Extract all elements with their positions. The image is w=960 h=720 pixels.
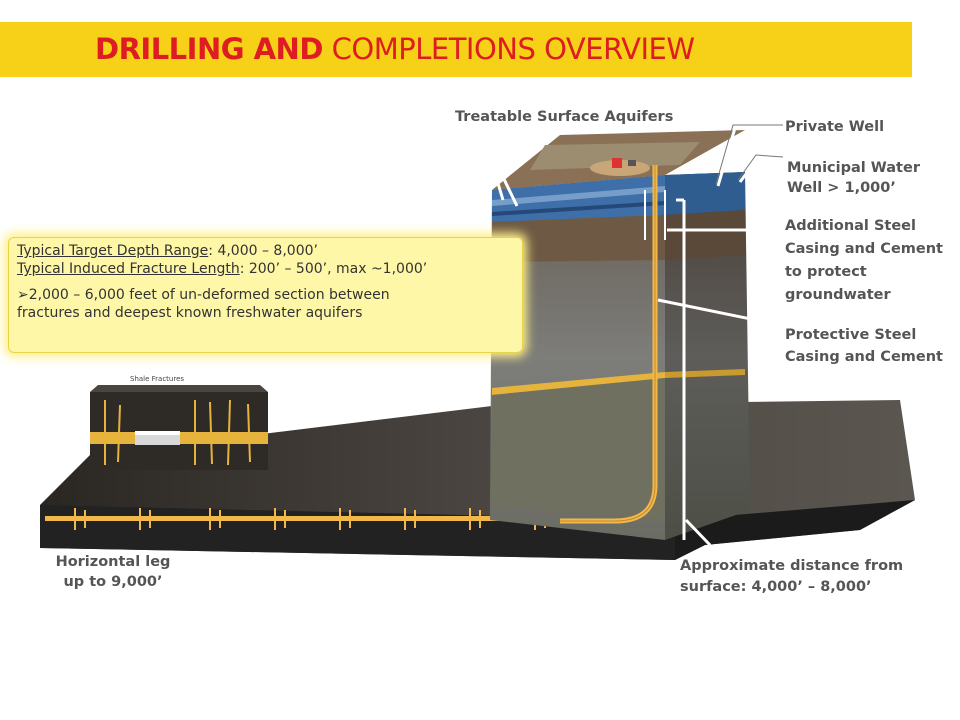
additional-casing-label: Additional Steel Casing and Cement to pr…: [785, 215, 943, 307]
bullet-text-2: fractures and deepest known freshwater a…: [17, 305, 363, 321]
fracture-length-label: Typical Induced Fracture Length: [17, 261, 240, 277]
leader-outlines: [715, 124, 784, 185]
approx-distance-line2: surface: 4,000’ – 8,000’: [680, 579, 872, 595]
fracture-length-value: : 200’ – 500’, max ~1,000’: [239, 261, 428, 277]
shale-fractures-inset: [90, 385, 268, 470]
horizontal-leg-line1: Horizontal leg: [55, 554, 171, 570]
target-depth-value: : 4,000 – 8,000’: [208, 243, 318, 259]
horizontal-leg-line2: up to 9,000’: [63, 574, 163, 590]
title-bar: [0, 22, 912, 77]
title-light: COMPLETIONS OVERVIEW: [331, 32, 695, 66]
treatable-aquifers-label: Treatable Surface Aquifers: [455, 109, 674, 125]
bullet-line1: ➢2,000 – 6,000 feet of un-deformed secti…: [17, 286, 514, 304]
shale-fractures-label: Shale Fractures: [130, 375, 185, 383]
municipal-well-line2: Well > 1,000’: [787, 180, 896, 196]
target-depth-label: Typical Target Depth Range: [17, 243, 209, 259]
protective-casing-line1: Protective Steel: [785, 327, 917, 343]
horizontal-leg-label: Horizontal leg up to 9,000’: [48, 552, 178, 592]
protective-casing-line2: Casing and Cement: [785, 349, 943, 365]
approx-distance-label: Approximate distance from surface: 4,000…: [680, 556, 903, 598]
arrow-bullet-icon: ➢: [17, 287, 29, 303]
surface-well-pad: [590, 158, 650, 176]
bullet-text-1: 2,000 – 6,000 feet of un-deformed sectio…: [28, 287, 390, 303]
additional-casing-line2: Casing and Cement: [785, 241, 943, 257]
vertical-wellbore: [560, 165, 686, 540]
fracture-length-line: Typical Induced Fracture Length: 200’ – …: [17, 260, 514, 278]
municipal-well-line1: Municipal Water: [787, 160, 920, 176]
additional-casing-line3: to protect: [785, 264, 867, 280]
private-well-label: Private Well: [785, 119, 885, 135]
municipal-well-label: Municipal Water Well > 1,000’: [787, 158, 920, 198]
additional-casing-line1: Additional Steel: [785, 218, 916, 234]
target-depth-line: Typical Target Depth Range: 4,000 – 8,00…: [17, 242, 514, 260]
title-bold: DRILLING AND: [95, 32, 323, 66]
rock-column-block: [490, 130, 750, 540]
additional-casing-line4: groundwater: [785, 287, 891, 303]
approx-distance-line1: Approximate distance from: [680, 558, 904, 574]
page-title: DRILLING AND COMPLETIONS OVERVIEW: [95, 32, 695, 66]
leader-lines: [483, 126, 784, 547]
protective-casing-label: Protective Steel Casing and Cement: [785, 324, 943, 368]
depth-callout-box: Typical Target Depth Range: 4,000 – 8,00…: [8, 237, 523, 353]
